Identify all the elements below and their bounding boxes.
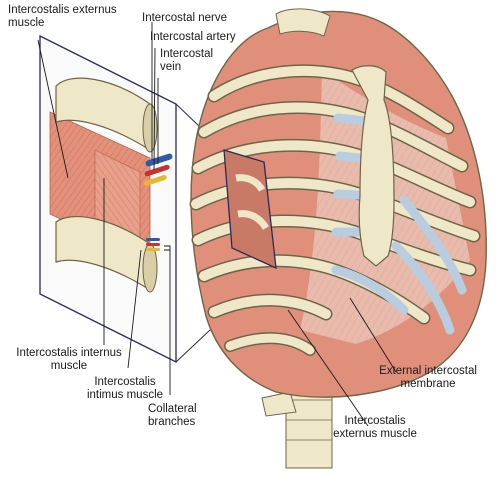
rib-cage: [189, 8, 487, 469]
label-intimus-line1: Intercostalis: [94, 376, 156, 388]
intercostal-artery-vessel: [144, 164, 170, 177]
label-intercostal-nerve: Intercostal nerve: [142, 12, 228, 24]
label-externus-right-line1: Intercostalis: [344, 415, 406, 427]
label-collateral-line1: Collateral: [148, 403, 197, 415]
label-externus-right-line2: externus muscle: [333, 428, 417, 440]
sternum: [351, 65, 395, 267]
label-externus-muscle-left: Intercostalis externus muscle: [8, 4, 117, 30]
label-intimus-muscle: Intercostalis intimus muscle: [60, 376, 190, 402]
intercostal-nerve-fiber: [143, 175, 167, 186]
leader-lines: [37, 22, 397, 427]
label-vein-line1: Intercostal: [160, 48, 214, 60]
collateral-vein: [146, 238, 160, 241]
label-externus-line2: muscle: [8, 17, 45, 29]
lumbar-process: [261, 391, 297, 417]
label-intercostal-vein: Intercostal vein: [160, 48, 213, 74]
label-externus-line1: Intercostalis externus: [8, 4, 117, 16]
label-membrane-line1: External intercostal: [379, 365, 477, 377]
label-external-membrane: External intercostal membrane: [362, 365, 494, 391]
label-collateral-line2: branches: [148, 416, 196, 428]
label-intimus-line2: intimus muscle: [86, 389, 164, 401]
collateral-artery: [146, 243, 160, 246]
label-internus-line2: muscle: [50, 360, 88, 372]
label-collateral-branches: Collateral branches: [148, 403, 197, 429]
collateral-nerve: [146, 248, 160, 251]
inset-lower-rib-section: [142, 243, 158, 293]
intercostal-vein-vessel: [145, 153, 173, 167]
inset-detail: [39, 34, 177, 364]
label-internus-line1: Intercostalis internus: [16, 347, 122, 359]
upper-thoracic-vertebra: [275, 8, 331, 37]
label-externus-muscle-right: Intercostalis externus muscle: [318, 415, 432, 441]
label-intercostal-artery: Intercostal artery: [150, 31, 236, 43]
label-membrane-line2: membrane: [400, 378, 456, 390]
inset-upper-rib-section: [142, 103, 158, 153]
label-vein-line2: vein: [160, 61, 182, 73]
label-internus-muscle: Intercostalis internus muscle: [2, 347, 136, 373]
